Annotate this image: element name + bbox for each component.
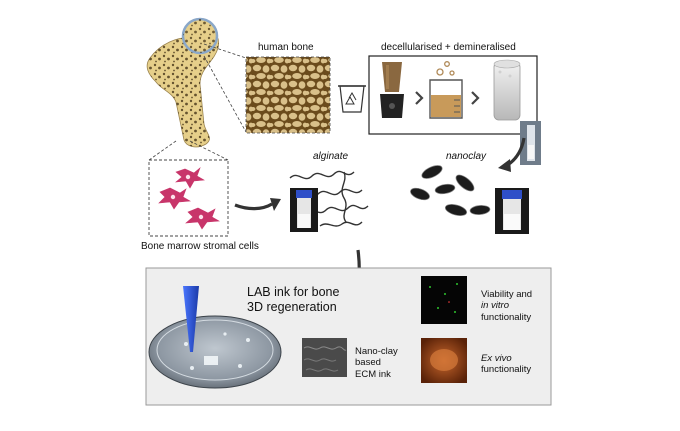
- beaker-icon: [429, 61, 463, 119]
- label-alginate: alginate: [313, 151, 349, 162]
- chevron-right-icon: [471, 91, 480, 105]
- label-exvivo: Ex vivo functionality: [481, 353, 531, 376]
- exvivo-image: [421, 338, 467, 383]
- label-exvivo-line1: Ex vivo: [481, 353, 512, 364]
- label-nanoclay: nanoclay: [446, 151, 487, 162]
- label-viability-line2: in vitro: [481, 300, 509, 312]
- label-viability: Viability and in vitro functionality: [481, 289, 532, 323]
- label-decellularised: decellularised + demineralised: [381, 42, 516, 53]
- arrow-to-alginate: [234, 202, 273, 211]
- blender-icon: [380, 62, 404, 118]
- nanoclay-discs: [410, 165, 491, 216]
- label-nanoclay-ink-line1: Nano-clay: [355, 346, 398, 357]
- recycle-bin-icon: [338, 85, 366, 113]
- label-viability-line3: functionality: [481, 311, 532, 323]
- label-nanoclay-ink: Nano-clay based ECM ink: [355, 346, 398, 380]
- human-bone-sponge: [245, 56, 331, 134]
- sem-image: [302, 338, 347, 377]
- printer-nozzle: [183, 286, 199, 352]
- viability-image: [421, 276, 467, 324]
- label-exvivo-line2: functionality: [481, 364, 532, 376]
- label-human-bone: human bone: [258, 42, 314, 53]
- nanoclay-vial-photo: [495, 188, 529, 234]
- stromal-cells: [158, 167, 220, 230]
- label-lab-ink-line1: LAB ink for bone: [247, 285, 340, 299]
- label-nanoclay-ink-line2: based: [355, 357, 381, 369]
- tube-photo: [520, 121, 541, 165]
- label-lab-ink-line2: 3D regeneration: [247, 300, 337, 314]
- tube-icon: [493, 59, 521, 121]
- alginate-vial-photo: [290, 188, 318, 232]
- chevron-right-icon: [415, 91, 424, 105]
- label-nanoclay-ink-line3: ECM ink: [355, 368, 391, 380]
- label-viability-line1: Viability and: [481, 289, 533, 300]
- petri-dish-photo: [148, 315, 282, 389]
- label-bone-marrow-stromal-cells: Bone marrow stromal cells: [141, 241, 259, 252]
- femur-bone-illustration: [146, 17, 247, 148]
